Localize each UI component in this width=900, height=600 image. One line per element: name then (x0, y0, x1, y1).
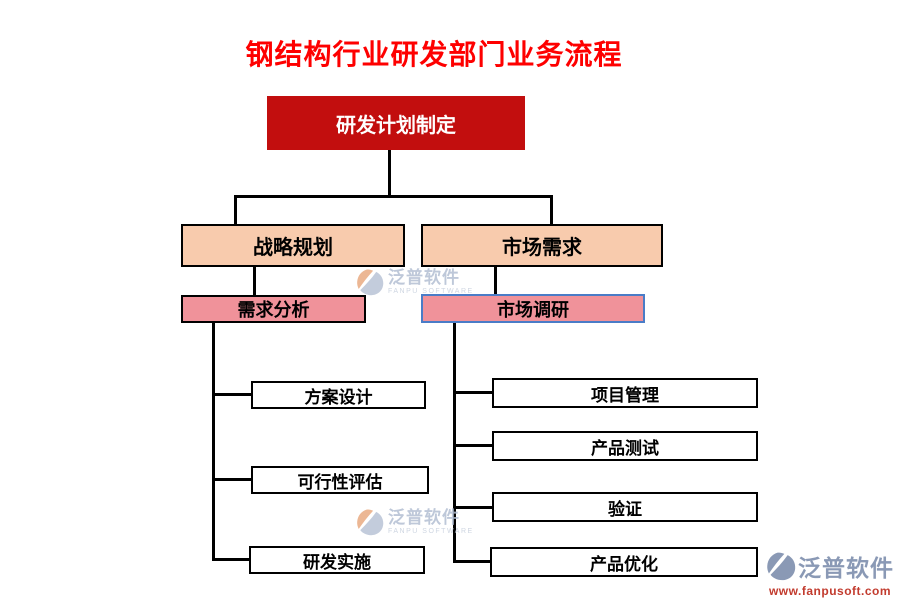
node-product-optimization: 产品优化 (490, 547, 758, 577)
watermark-brand-en: FANPU SOFTWARE (388, 288, 474, 295)
connector-to-strategic-planning (234, 195, 237, 225)
connector-branch-rd-implementation (212, 558, 251, 561)
node-solution-design: 方案设计 (251, 381, 426, 409)
node-market-demand: 市场需求 (421, 224, 663, 267)
footer-brand-name: 泛普软件 (798, 555, 894, 581)
fanpu-logo-icon (357, 269, 384, 296)
node-requirement-analysis: 需求分析 (181, 295, 366, 323)
watermark-brand: 泛普软件 (388, 508, 460, 527)
connector-branch-product-testing (453, 444, 493, 447)
watermark: 泛普软件 FANPU SOFTWARE (356, 268, 474, 296)
connector-to-requirement-analysis (253, 267, 256, 295)
page-title: 钢结构行业研发部门业务流程 (245, 39, 623, 70)
connector-right-trunk (453, 323, 456, 563)
connector-branch-product-optimization (453, 560, 491, 563)
connector-root-stem (388, 150, 391, 197)
connector-left-trunk (212, 323, 215, 561)
fanpu-logo-icon (357, 509, 384, 536)
watermark-brand: 泛普软件 (388, 268, 460, 287)
connector-to-market-research (494, 267, 497, 294)
node-verification: 验证 (492, 492, 758, 522)
node-feasibility-evaluation: 可行性评估 (251, 466, 429, 494)
footer-brand-url: www.fanpusoft.com (768, 584, 892, 598)
watermark-brand-en: FANPU SOFTWARE (388, 528, 474, 535)
node-rd-plan: 研发计划制定 (267, 96, 525, 150)
connector-branch-project-management (453, 391, 493, 394)
watermark: 泛普软件 FANPU SOFTWARE (356, 508, 474, 536)
node-rd-implementation: 研发实施 (249, 546, 425, 574)
node-project-management: 项目管理 (492, 378, 758, 408)
node-market-research: 市场调研 (421, 294, 645, 323)
connector-to-market-demand (550, 195, 553, 225)
fanpu-logo-icon (767, 552, 796, 581)
node-strategic-planning: 战略规划 (181, 224, 405, 267)
connector-branch-verification (453, 506, 493, 509)
connector-branch-feasibility (212, 478, 251, 481)
connector-branch-solution-design (212, 393, 251, 396)
footer-brand-logo: 泛普软件 www.fanpusoft.com (766, 549, 894, 598)
connector-root-crossbar (234, 195, 553, 198)
node-product-testing: 产品测试 (492, 431, 758, 461)
